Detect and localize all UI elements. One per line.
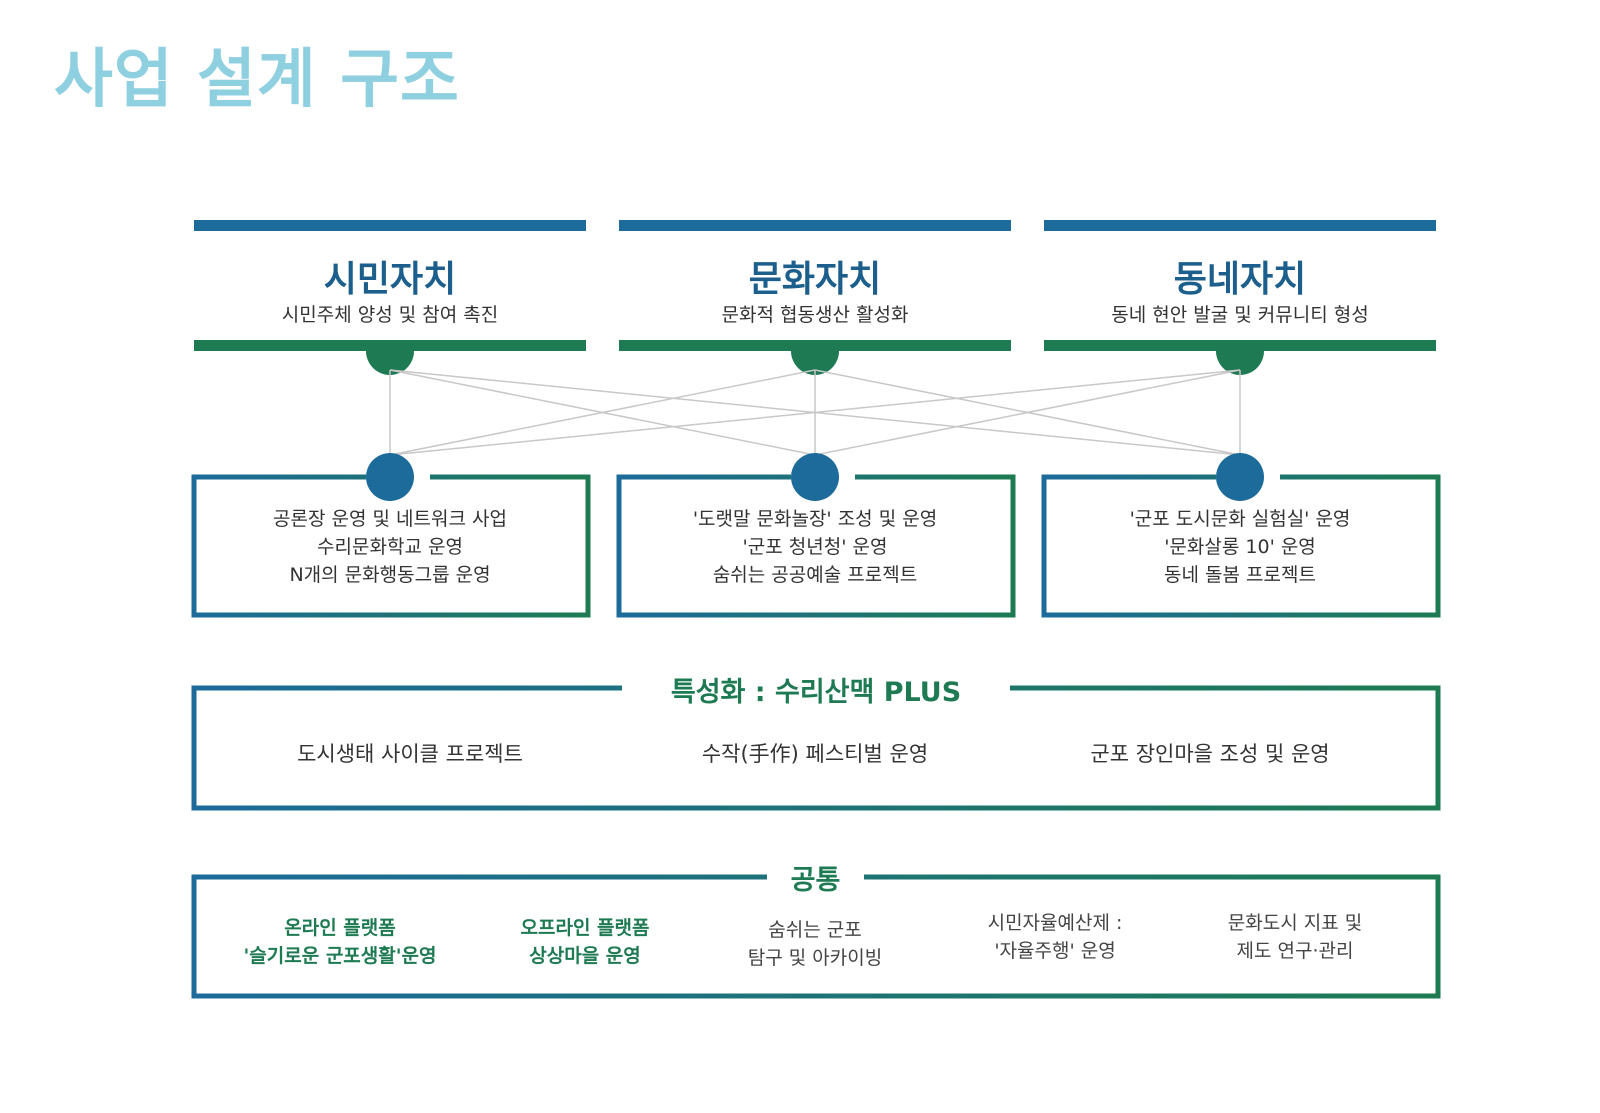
program-item: '군포 청년청' 운영 xyxy=(742,536,888,558)
col3-bottom-bar xyxy=(1044,340,1436,351)
col1-connector-bottom xyxy=(366,453,414,501)
col1-box xyxy=(191,474,591,618)
special-item: 수작(手作) 페스티벌 운영 xyxy=(701,742,929,766)
column-culture-programs: '도랫말 문화놀장' 조성 및 운영 '군포 청년청' 운영 숨쉬는 공공예술 … xyxy=(619,505,1011,589)
program-item: '도랫말 문화놀장' 조성 및 운영 xyxy=(692,508,938,530)
program-item: 동네 돌봄 프로젝트 xyxy=(1164,564,1316,586)
program-item: '문화살롱 10' 운영 xyxy=(1164,536,1316,558)
program-item: 숨쉬는 공공예술 프로젝트 xyxy=(712,564,918,586)
col3-top-bar xyxy=(1044,220,1436,231)
col1-top-bar xyxy=(194,220,586,231)
common-item-line: 숨쉬는 군포 xyxy=(768,919,862,941)
common-item-line: 제도 연구·관리 xyxy=(1236,940,1354,962)
common-item: 문화도시 지표 및 제도 연구·관리 xyxy=(1185,909,1405,965)
program-item: 수리문화학교 운영 xyxy=(317,536,463,558)
common-item-line: '슬기로운 군포생활'운영 xyxy=(243,945,437,967)
common-label: 공통 xyxy=(790,865,841,896)
column-subtitle: 동네 현안 발굴 및 커뮤니티 형성 xyxy=(1111,304,1369,326)
col2-bottom-bar xyxy=(619,340,1011,351)
common-item-line: 상상마을 운영 xyxy=(529,945,641,967)
special-item: 군포 장인마을 조성 및 운영 xyxy=(1090,742,1330,766)
col3-connector-bottom xyxy=(1216,453,1264,501)
common-box xyxy=(191,874,1441,999)
col3-box xyxy=(1041,474,1441,618)
common-item: 숨쉬는 군포 탐구 및 아카이빙 xyxy=(705,916,925,972)
column-civic-programs: 공론장 운영 및 네트워크 사업 수리문화학교 운영 N개의 문화행동그룹 운영 xyxy=(194,505,586,589)
common-item: 온라인 플랫폼 '슬기로운 군포생활'운영 xyxy=(230,914,450,970)
col1-bottom-bar xyxy=(194,340,586,351)
common-item: 시민자율예산제 : '자율주행' 운영 xyxy=(945,909,1165,965)
common-item-line: 탐구 및 아카이빙 xyxy=(747,947,883,969)
program-item: '군포 도시문화 실험실' 운영 xyxy=(1129,508,1351,530)
col2-box xyxy=(616,474,1016,618)
page-title: 사업 설계 구조 xyxy=(54,43,460,117)
common-item-line: '자율주행' 운영 xyxy=(994,940,1116,962)
column-subtitle: 문화적 협동생산 활성화 xyxy=(721,304,909,326)
program-item: N개의 문화행동그룹 운영 xyxy=(289,564,491,586)
program-item: 공론장 운영 및 네트워크 사업 xyxy=(273,508,507,530)
common-item-line: 오프라인 플랫폼 xyxy=(520,917,650,939)
common-item-line: 시민자율예산제 : xyxy=(987,912,1123,934)
col2-connector-top xyxy=(791,351,839,375)
column-neighborhood-programs: '군포 도시문화 실험실' 운영 '문화살롱 10' 운영 동네 돌봄 프로젝트 xyxy=(1044,505,1436,589)
col2-top-bar xyxy=(619,220,1011,231)
column-name: 동네자치 xyxy=(1173,259,1307,300)
column-name: 문화자치 xyxy=(748,259,882,300)
common-item: 오프라인 플랫폼 상상마을 운영 xyxy=(475,914,695,970)
cross-links xyxy=(389,369,1241,456)
col3-connector-top xyxy=(1216,351,1264,375)
special-label: 특성화 : 수리산맥 PLUS xyxy=(670,677,962,708)
col2-connector-bottom xyxy=(791,453,839,501)
special-item: 도시생태 사이클 프로젝트 xyxy=(297,742,523,766)
col1-connector-top xyxy=(366,351,414,375)
special-box xyxy=(191,685,1441,811)
common-item-line: 문화도시 지표 및 xyxy=(1227,912,1363,934)
common-item-line: 온라인 플랫폼 xyxy=(284,917,396,939)
column-subtitle: 시민주체 양성 및 참여 촉진 xyxy=(281,304,499,326)
column-name: 시민자치 xyxy=(323,259,457,300)
